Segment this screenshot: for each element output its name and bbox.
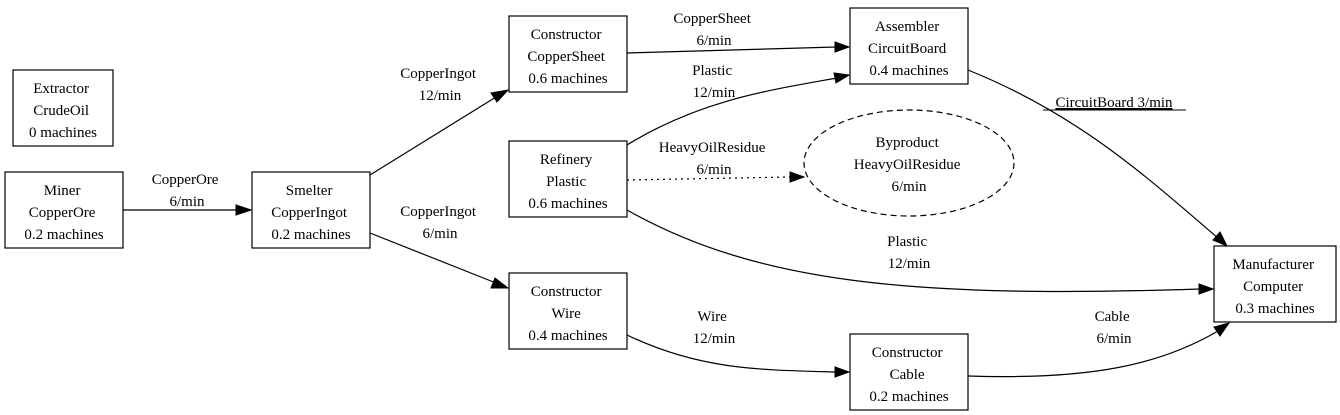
edge-label-refinery-byproduct: HeavyOilResidue 6/min [659,140,769,178]
edge-label-refinery-manufacturer: Plastic 12/min [887,234,931,272]
node-extractor: Extractor CrudeOil 0 machines [12,69,114,147]
node-smelter: Smelter CopperIngot 0.2 machines [251,171,371,249]
edge-label-miner-smelter: CopperOre 6/min [152,172,222,210]
edge-wire-cable [626,334,837,373]
arrowhead [490,89,510,103]
edge-label-sheet-assembler: CopperSheet 6/min [673,11,754,49]
svg-text:Manufacturer Compu: Manufacturer Computer 0.3 machines [1232,257,1317,317]
edge-label-assembler-manufacturer: CircuitBoard 3/min [1055,95,1173,111]
svg-text:Extractor CrudeOil: Extractor CrudeOil 0 machines [29,81,97,141]
edge-labels: CopperOre 6/min CopperIngot 12/min Coppe… [152,11,1186,347]
node-assembler: Assembler CircuitBoard 0.4 machines [849,7,969,85]
edge-label-refinery-assembler: Plastic 12/min [692,63,736,101]
arrowhead [834,41,851,53]
edge-label-wire-cable: Wire 12/min [693,309,736,347]
node-constructor-coppersheet: Constructor CopperSheet 0.6 machines [508,15,628,93]
edge-refinery-manufacturer [626,209,1201,293]
svg-text:Miner CopperOre: Miner CopperOre 0.2 machines [24,183,103,243]
svg-text:Refinery Plastic: Refinery Plastic 0.6 machines [528,152,607,212]
edge-cable-manufacturer [967,330,1219,378]
edge-label-smelter-sheet: CopperIngot 12/min [400,66,480,104]
node-manufacturer: Manufacturer Computer 0.3 machines [1213,245,1337,323]
node-constructor-wire: Constructor Wire 0.4 machines [508,272,628,350]
arrowhead [1198,283,1215,295]
edge-label-smelter-wire: CopperIngot 6/min [400,204,480,242]
svg-text:Assembler CircuitB: Assembler CircuitBoard 0.4 machines [868,19,950,79]
svg-text:Constructor Cable: Constructor Cable 0.2 machines [869,345,948,405]
svg-text:Byproduct HeavyOil: Byproduct HeavyOilResidue 6/min [854,135,964,195]
svg-text:Constructor Wire: Constructor Wire 0.4 machines [528,284,607,344]
svg-text:Constructor Copper: Constructor CopperSheet 0.6 machines [527,27,608,87]
arrowhead [490,277,510,289]
edges [123,41,1231,378]
edge-smelter-sheet [369,96,497,176]
edge-label-cable-manufacturer: Cable 6/min [1095,309,1134,347]
arrowhead [1213,322,1231,337]
edge-smelter-wire [369,232,497,284]
edge-assembler-manufacturer [967,69,1219,239]
arrowhead [833,72,851,84]
node-byproduct: Byproduct HeavyOilResidue 6/min [803,109,1015,217]
node-constructor-cable: Constructor Cable 0.2 machines [849,333,969,411]
arrowhead [789,171,806,183]
nodes: Extractor CrudeOil 0 machines Miner Copp… [4,7,1337,411]
arrowhead [1212,231,1229,247]
edge-sheet-assembler [626,46,837,54]
arrowhead [834,366,851,378]
node-miner: Miner CopperOre 0.2 machines [4,171,124,249]
edge-refinery-assembler [626,77,838,146]
svg-text:Smelter CopperIngo: Smelter CopperIngot 0.2 machines [271,183,351,243]
arrowhead [235,204,253,216]
node-refinery: Refinery Plastic 0.6 machines [508,140,628,218]
